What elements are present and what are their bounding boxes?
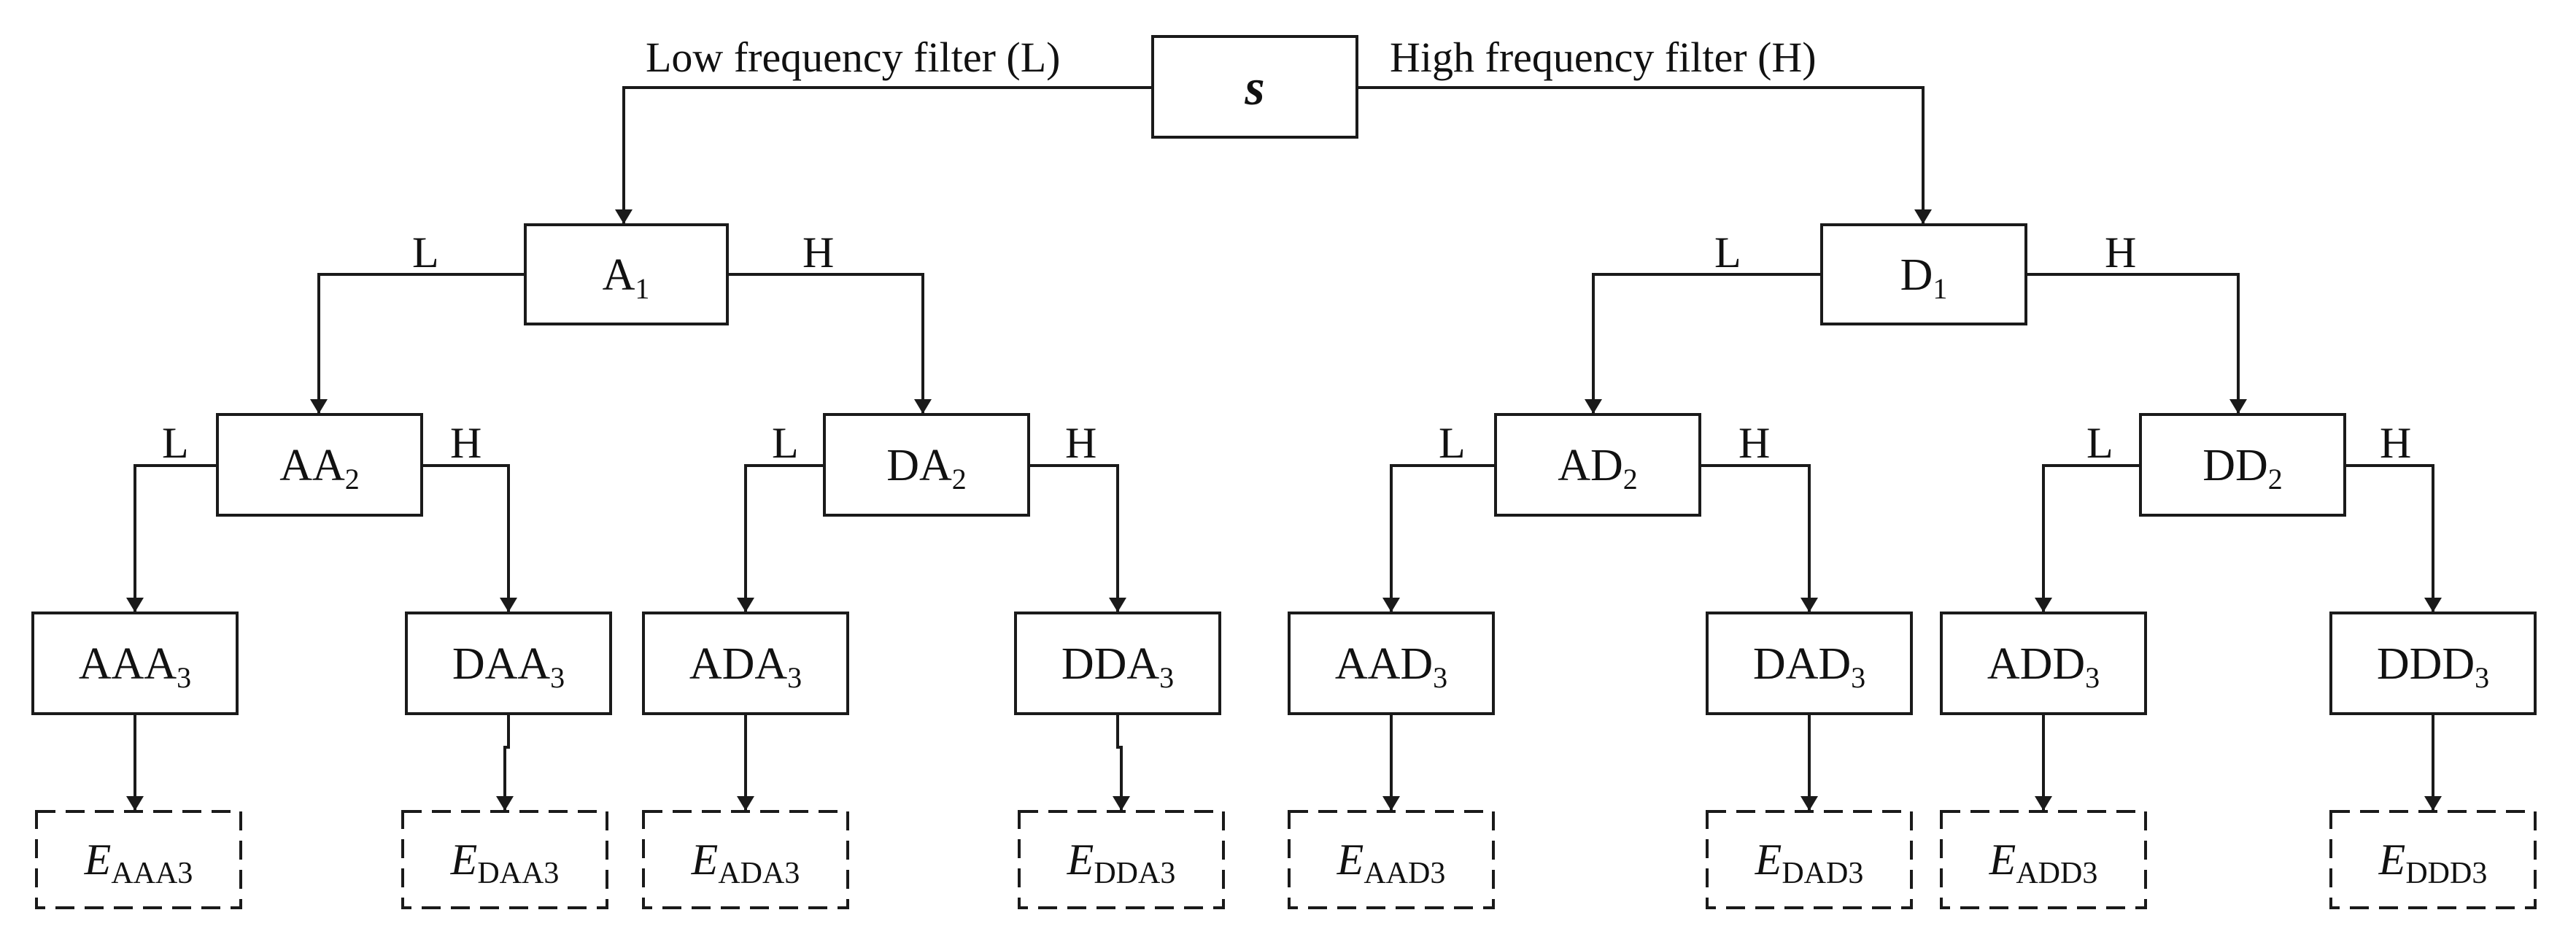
edge-label-high: H — [2380, 419, 2411, 467]
energy-boxes: EAAA3 EDAA3 EADA3 EDDA3 EAAD3 EDAD3 EADD… — [35, 810, 2537, 909]
edge-d1-dd2 — [2026, 273, 2247, 414]
node-aaa3: AAA3 — [31, 612, 239, 715]
energy-daa3-label: EDAA3 — [450, 836, 560, 890]
energy-dda3-label: EDDA3 — [1067, 836, 1176, 890]
energy-aad3-label: EAAD3 — [1337, 836, 1446, 890]
edge-aa2-aaa3 — [126, 464, 217, 612]
node-aad3-label: AAD3 — [1335, 639, 1447, 694]
energy-dad3-label: EDAD3 — [1755, 836, 1864, 890]
high-frequency-filter-label: High frequency filter (H) — [1390, 34, 1817, 81]
edge-label-high: H — [450, 419, 481, 467]
edge-da2-ada3 — [737, 464, 824, 612]
node-add3-label: ADD3 — [1987, 639, 2100, 694]
node-ddd3: DDD3 — [2329, 612, 2537, 715]
edge-da2-dda3 — [1029, 464, 1126, 612]
node-dad3: DAD3 — [1706, 612, 1913, 715]
edge-d1-ad2 — [1585, 273, 1822, 414]
edge-a1-da2 — [727, 273, 932, 414]
energy-ddd3-label: EDDD3 — [2378, 836, 2488, 890]
edge-label-high: H — [2105, 228, 2136, 277]
node-dd2: DD2 — [2139, 413, 2346, 517]
energy-ddd3: EDDD3 — [2329, 810, 2537, 909]
edge-label-low: L — [412, 228, 439, 277]
edge-dd2-add3 — [2035, 464, 2140, 612]
energy-ada3: EADA3 — [642, 810, 849, 909]
edge-label-low: L — [1439, 419, 1466, 467]
edge-daa3-energy — [496, 714, 514, 811]
energy-aad3: EAAD3 — [1288, 810, 1495, 909]
edge-ad2-aad3 — [1382, 464, 1496, 612]
node-aa2-label: AA2 — [279, 441, 360, 495]
node-a1: A1 — [524, 223, 729, 325]
node-ada3-label: ADA3 — [689, 639, 802, 694]
node-aad3: AAD3 — [1288, 612, 1495, 715]
energy-add3-label: EADD3 — [1989, 836, 2098, 890]
node-ddd3-label: DDD3 — [2377, 639, 2489, 694]
edge-root-a1 — [615, 86, 1153, 224]
edges — [126, 86, 2442, 811]
node-root: s — [1151, 35, 1358, 139]
energy-add3: EADD3 — [1940, 810, 2147, 909]
edge-label-high: H — [802, 228, 834, 277]
node-dad3-label: DAD3 — [1753, 639, 1865, 694]
energy-aaa3-label: EAAA3 — [84, 836, 193, 890]
energy-ada3-label: EADA3 — [691, 836, 800, 890]
nodes: s A1 D1 AA2 DA2 AD2 DD2 — [31, 35, 2537, 715]
node-d1-label: D1 — [1900, 250, 1948, 305]
edge-a1-aa2 — [310, 273, 525, 414]
node-root-label: s — [1244, 60, 1264, 116]
energy-dda3: EDDA3 — [1018, 810, 1225, 909]
node-dda3-label: DDA3 — [1061, 639, 1174, 694]
energy-aaa3: EAAA3 — [35, 810, 242, 909]
node-ad2-label: AD2 — [1558, 441, 1638, 495]
edge-aa2-daa3 — [422, 464, 517, 612]
energy-daa3: EDAA3 — [401, 810, 608, 909]
edge-label-low: L — [772, 419, 799, 467]
edge-label-high: H — [1065, 419, 1096, 467]
node-add3: ADD3 — [1940, 612, 2147, 715]
node-da2-label: DA2 — [886, 441, 967, 495]
node-dda3: DDA3 — [1014, 612, 1221, 715]
node-dd2-label: DD2 — [2202, 441, 2283, 495]
node-ad2: AD2 — [1494, 413, 1701, 517]
edge-dda3-energy — [1113, 714, 1130, 811]
edge-label-low: L — [1714, 228, 1741, 277]
edge-ad2-dad3 — [1700, 464, 1818, 612]
edge-label-low: L — [162, 419, 189, 467]
edge-label-high: H — [1738, 419, 1770, 467]
low-frequency-filter-label: Low frequency filter (L) — [646, 34, 1060, 81]
node-daa3-label: DAA3 — [452, 639, 565, 694]
energy-dad3: EDAD3 — [1706, 810, 1913, 909]
edge-root-d1 — [1357, 86, 1932, 224]
edge-dd2-ddd3 — [2345, 464, 2442, 612]
node-da2: DA2 — [823, 413, 1030, 517]
node-ada3: ADA3 — [642, 612, 849, 715]
node-aaa3-label: AAA3 — [79, 639, 191, 694]
node-daa3: DAA3 — [405, 612, 612, 715]
node-aa2: AA2 — [216, 413, 423, 517]
node-a1-label: A1 — [603, 250, 650, 305]
edge-labels: Low frequency filter (L) High frequency … — [162, 34, 2411, 467]
edge-label-low: L — [2086, 419, 2113, 467]
node-d1: D1 — [1820, 223, 2027, 325]
